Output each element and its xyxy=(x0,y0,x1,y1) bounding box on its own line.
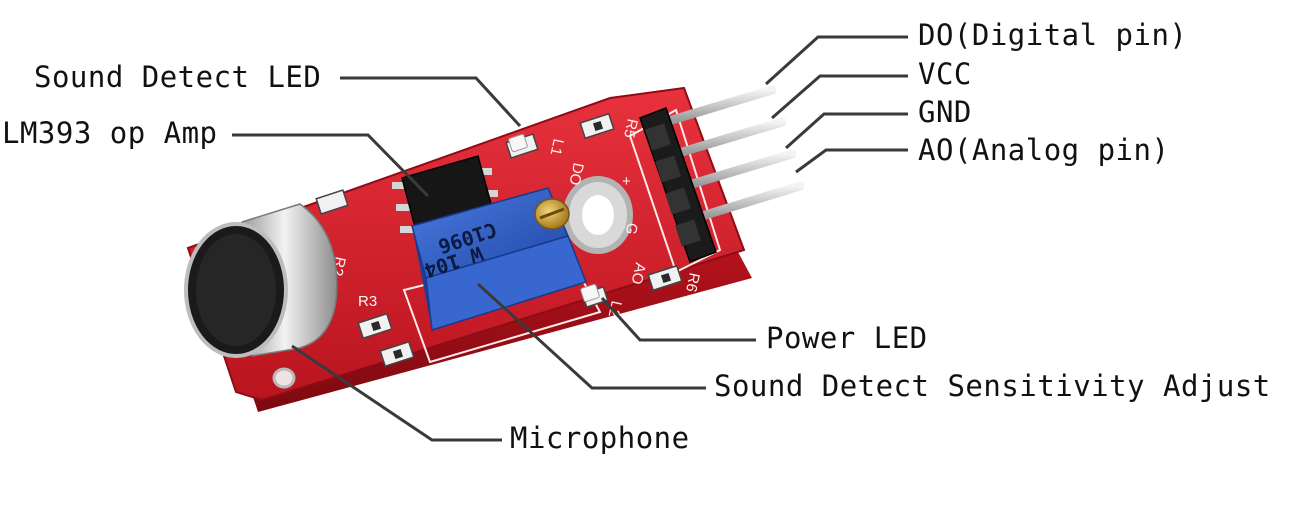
label-gnd: GND xyxy=(918,95,972,129)
leader-microphone xyxy=(291,344,502,442)
label-microphone: Microphone xyxy=(510,421,690,455)
label-vcc: VCC xyxy=(918,57,972,91)
power-led xyxy=(580,283,600,303)
leader-sound-detect-led xyxy=(340,76,522,128)
leader-do xyxy=(764,35,908,86)
adjust-screw xyxy=(534,198,570,230)
label-do-pin: DO(Digital pin) xyxy=(918,18,1188,52)
pcb-side xyxy=(244,252,752,412)
leader-vcc xyxy=(771,74,908,120)
pin-label-gnd: G xyxy=(622,221,641,236)
microphone xyxy=(184,203,338,358)
mounting-hole-small xyxy=(272,367,296,389)
leader-gnd xyxy=(784,112,908,150)
sound-detect-led xyxy=(508,133,528,153)
leader-sensitivity xyxy=(476,282,706,390)
res-label-l1: L1 xyxy=(547,137,567,157)
pin-label-ao: AO xyxy=(628,261,649,286)
silkscreen-labels: DO + G AO R5 R6 R2 R3 L1 L2 xyxy=(328,117,703,319)
label-ao-pin: AO(Analog pin) xyxy=(918,133,1170,167)
res-label-r6: R6 xyxy=(682,271,703,293)
label-sound-detect-led: Sound Detect LED xyxy=(34,60,322,94)
sensitivity-potentiometer: W 104 C1096 xyxy=(411,187,587,331)
label-lm393: LM393 op Amp xyxy=(2,116,218,150)
pin-bodies xyxy=(667,85,805,221)
leader-power-led xyxy=(600,296,756,342)
leader-lm393 xyxy=(232,133,430,198)
pin-housing xyxy=(639,107,717,263)
leader-lines xyxy=(232,35,908,442)
res-label-r3: R3 xyxy=(358,293,377,310)
label-sensitivity-adjust: Sound Detect Sensitivity Adjust xyxy=(714,369,1271,403)
leader-ao xyxy=(795,148,908,174)
res-label-r5: R5 xyxy=(620,117,641,139)
pin-label-vcc: + xyxy=(622,173,631,190)
pin-label-do: DO xyxy=(565,161,586,187)
label-power-led: Power LED xyxy=(766,321,928,355)
res-label-l2: L2 xyxy=(605,299,625,319)
header-pins xyxy=(639,85,805,263)
